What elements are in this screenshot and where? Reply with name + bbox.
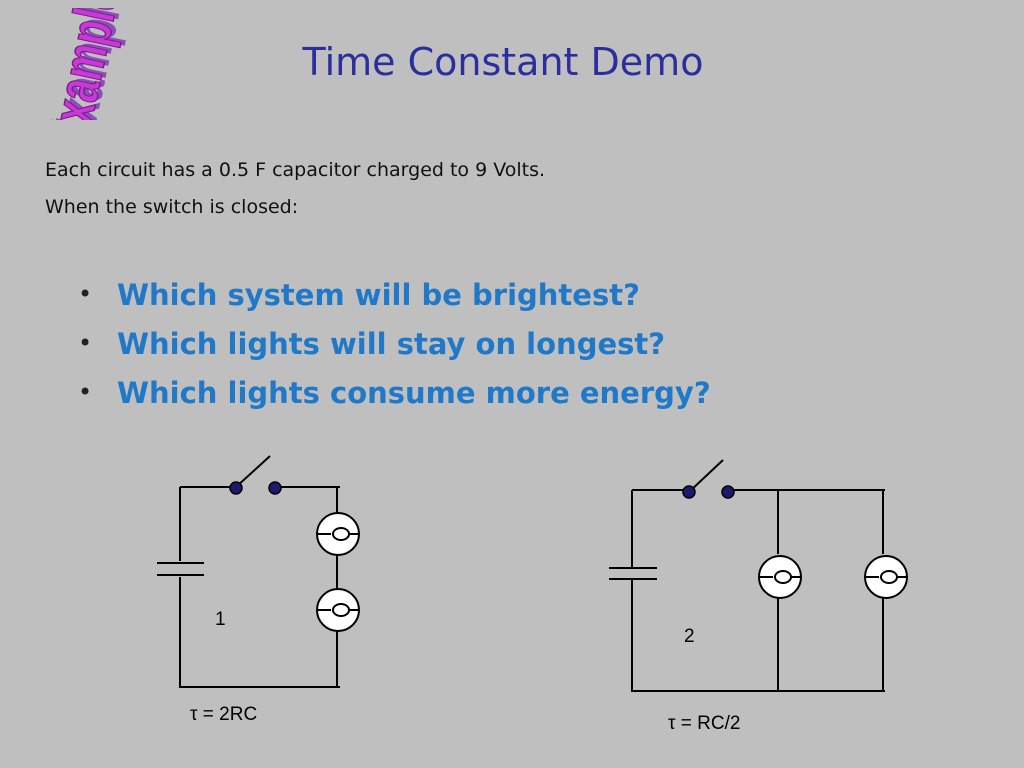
question-text: Which system will be brightest?: [117, 278, 640, 312]
bulb-icon: [864, 555, 908, 599]
circuit-2: [609, 459, 908, 692]
bullet-dot: •: [78, 329, 93, 357]
circuit-1: [157, 455, 360, 688]
bulb-icon: [316, 588, 360, 632]
circuit-2-tau: τ = RC/2: [668, 713, 740, 734]
bullet-dot: •: [78, 378, 93, 406]
circuit-1-number: 1: [215, 609, 226, 630]
bulb-icon: [758, 555, 802, 599]
intro-line-1: Each circuit has a 0.5 F capacitor charg…: [45, 159, 546, 181]
circuit-1-tau: τ = 2RC: [190, 704, 257, 725]
switch-contact: [682, 485, 696, 499]
switch-lever: [688, 459, 724, 493]
circuit-2-number: 2: [684, 626, 695, 647]
example-badge: Example Example: [33, 8, 136, 120]
bullet-dot: •: [78, 280, 93, 308]
switch-contact: [268, 481, 282, 495]
switch-contact: [229, 481, 243, 495]
question-item: • Which system will be brightest?: [78, 270, 711, 319]
question-list: • Which system will be brightest? • Which …: [78, 270, 711, 417]
switch-contact: [721, 485, 735, 499]
intro-line-2: When the switch is closed:: [45, 196, 299, 218]
question-item: • Which lights consume more energy?: [78, 368, 711, 417]
circuit-2-wire: [631, 489, 885, 692]
intro-text: Each circuit has a 0.5 F capacitor charg…: [45, 152, 545, 226]
page-title: Time Constant Demo: [302, 40, 704, 84]
question-item: • Which lights will stay on longest?: [78, 319, 711, 368]
question-text: Which lights will stay on longest?: [117, 327, 666, 361]
question-text: Which lights consume more energy?: [117, 376, 711, 410]
circuit-1-wire: [179, 486, 340, 688]
switch-lever: [235, 455, 271, 488]
bulb-icon: [316, 512, 360, 556]
